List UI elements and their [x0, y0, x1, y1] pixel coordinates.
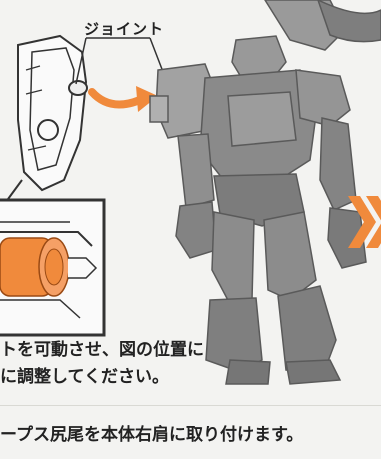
instruction-line-2: に調整してください。	[0, 367, 169, 387]
joint-label: ジョイント	[84, 20, 165, 38]
curved-arrow-icon	[88, 86, 158, 112]
double-chevron-right-icon	[348, 196, 381, 248]
instruction-line-1: トを可動させ、図の位置に	[0, 340, 204, 360]
robot-figure	[149, 0, 381, 385]
divider	[0, 405, 381, 406]
joint-pointer-line	[75, 37, 87, 85]
shoulder-part-drawing	[17, 34, 88, 192]
detail-box	[0, 198, 106, 337]
step-instruction: ープス尻尾を本体右肩に取り付けます。	[0, 425, 304, 445]
